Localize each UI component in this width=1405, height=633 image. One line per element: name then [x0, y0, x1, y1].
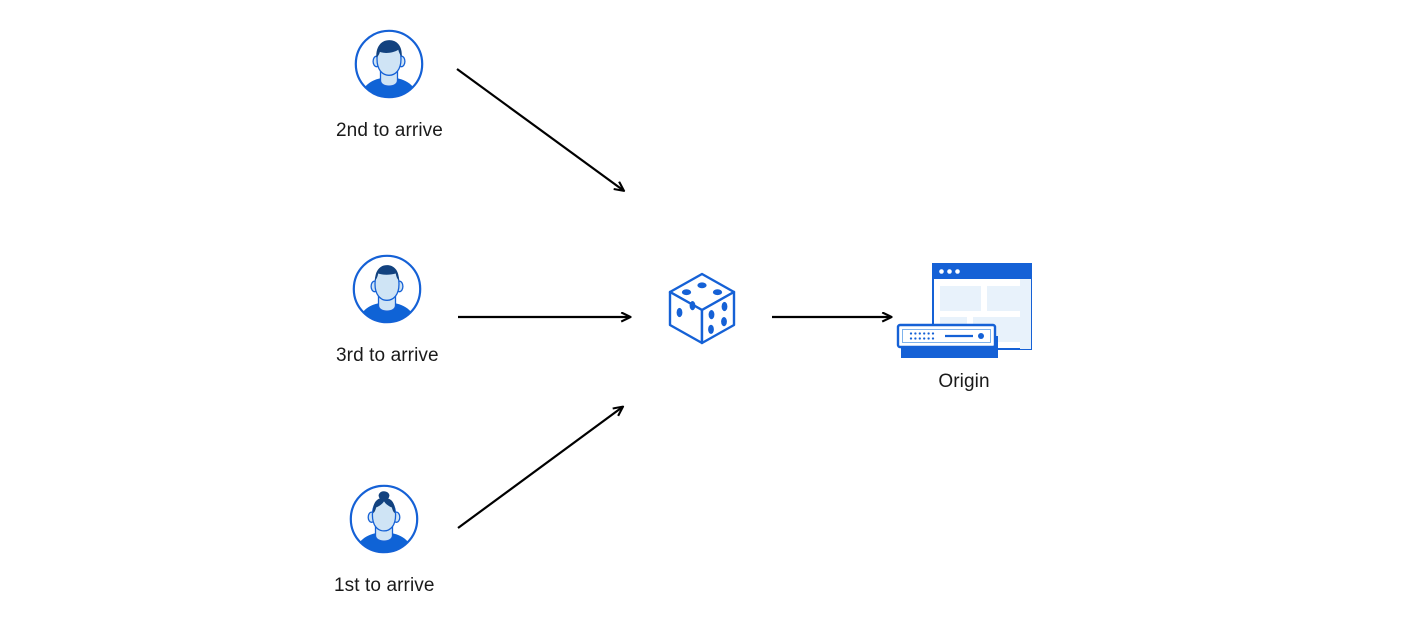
user-avatar-icon [348, 483, 420, 555]
origin-server-icon [893, 256, 1035, 362]
node-label-origin: Origin [938, 371, 990, 392]
node-label-person-2: 3rd to arrive [336, 345, 439, 366]
node-person-3[interactable]: 1st to arrive [334, 483, 435, 599]
user-avatar-icon [353, 28, 425, 100]
node-dice[interactable] [662, 268, 742, 348]
user-avatar-icon [351, 253, 423, 325]
arrow-person1-to-dice [456, 68, 624, 191]
node-person-1[interactable]: 2nd to arrive [336, 28, 443, 144]
node-person-2[interactable]: 3rd to arrive [336, 253, 439, 369]
arrow-person3-to-dice [457, 407, 623, 529]
node-label-person-1: 2nd to arrive [336, 120, 443, 141]
router-device-icon [896, 323, 998, 358]
dice-cube-icon [662, 268, 742, 348]
node-label-person-3: 1st to arrive [334, 575, 435, 596]
node-origin[interactable]: Origin [893, 256, 1035, 395]
